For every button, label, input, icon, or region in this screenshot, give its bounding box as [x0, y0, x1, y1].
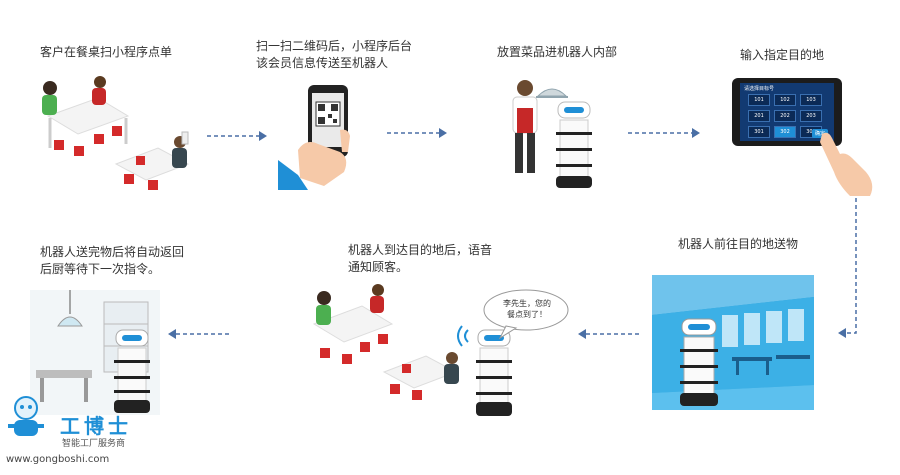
step5-delivery-scene: [652, 275, 814, 410]
room-button[interactable]: 202: [774, 110, 796, 122]
room-button[interactable]: 301: [748, 126, 770, 138]
step3-waiter-robot-illustration: [500, 70, 610, 195]
mascot-icon: [8, 396, 44, 436]
watermark-url: www.gongboshi.com: [6, 454, 110, 465]
room-button[interactable]: 103: [800, 94, 822, 106]
step2-phone-qr-illustration: [278, 80, 368, 190]
room-button[interactable]: 203: [800, 110, 822, 122]
arrow-step3-to-4: [628, 127, 700, 139]
room-button[interactable]: 201: [748, 110, 770, 122]
speech-bubble-text: 李先生，您的 餐点到了！: [503, 299, 551, 319]
watermark-brand: 工博士: [60, 414, 132, 438]
room-button[interactable]: 102: [774, 94, 796, 106]
watermark-logo: [6, 392, 46, 450]
room-button[interactable]: 302: [774, 126, 796, 138]
step1-restaurant-illustration: [28, 68, 200, 198]
step4-caption: 输入指定目的地: [740, 48, 825, 62]
step6-arrival-scene: 李先生，您的 餐点到了！: [300, 280, 570, 420]
step7-caption: 机器人送完物后将自动返回 后厨等待下一次指令。: [40, 245, 185, 276]
step7-kitchen-scene: [30, 290, 160, 415]
voice-wave-icon: [457, 325, 469, 347]
arrow-step4-to-5: [838, 198, 862, 343]
tablet-confirm-button[interactable]: 确定: [811, 129, 828, 138]
room-button[interactable]: 101: [748, 94, 770, 106]
arrow-step6-to-7: [168, 328, 230, 340]
qr-code-icon: [315, 101, 341, 127]
watermark-tagline: 智能工厂服务商: [62, 439, 126, 449]
step6-caption: 机器人到达目的地后，语音 通知顾客。: [348, 243, 493, 274]
step1-caption: 客户在餐桌扫小程序点单: [40, 45, 173, 59]
step3-caption: 放置菜品进机器人内部: [497, 45, 618, 59]
arrow-step2-to-3: [387, 127, 447, 139]
step2-caption: 扫一扫二维码后，小程序后台 该会员信息传送至机器人: [256, 39, 413, 70]
step4-hand-illustration: [816, 128, 886, 198]
step5-caption: 机器人前往目的地送物: [678, 237, 799, 251]
arrow-step1-to-2: [207, 130, 267, 142]
arrow-step5-to-6: [578, 328, 640, 340]
tablet-header: 请选择目标号: [744, 86, 775, 92]
